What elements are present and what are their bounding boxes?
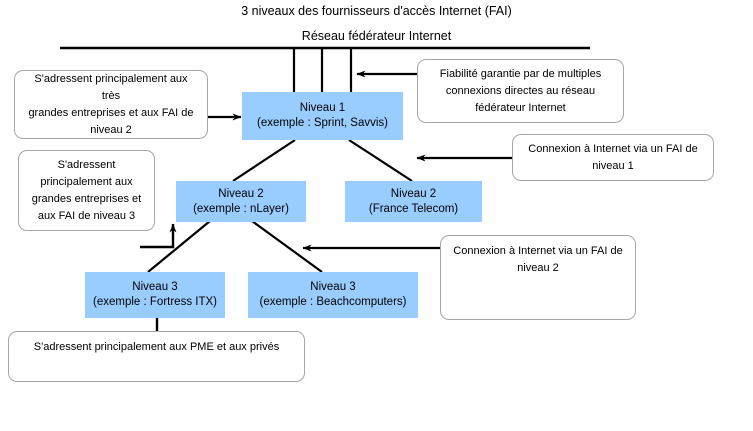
diagram-title: 3 niveaux des fournisseurs d'accès Inter… — [241, 4, 512, 18]
callout-tier3-bottom[interactable]: S'adressent principalement aux PME et au… — [8, 331, 305, 382]
callout-tier2-left[interactable]: S'adressent principalement aux grandes e… — [18, 150, 155, 231]
node-tier3-left-line1: Niveau 3 — [132, 281, 178, 293]
callout-tier2-left-line3: grandes entreprises et — [31, 192, 142, 205]
callout-tier1-left-line3: niveau 2 — [90, 123, 132, 136]
node-tier2-right-line1: Niveau 2 — [390, 187, 437, 200]
callout-tier1-right[interactable]: Connexion à Internet via un FAI de nivea… — [512, 134, 714, 181]
callout-tier1-left-line2: grandes entreprises et aux FAI de — [28, 106, 194, 119]
callout-tier2-right-line1: Connexion à Internet via un FAI de — [453, 245, 623, 257]
node-tier1-line2: (exemple : Sprint, Savvis) — [256, 117, 388, 129]
callout-tier2-left-line1: S'adressent — [57, 158, 116, 171]
callout-backbone-right-line2: connexions directes au réseau — [445, 84, 596, 97]
callout-backbone-right-line3: fédérateur Internet — [475, 101, 566, 114]
callout-tier2-left-line4: aux FAI de niveau 3 — [37, 209, 136, 222]
node-tier2-right-line2: (France Telecom) — [368, 202, 459, 215]
node-tier2-right[interactable]: Niveau 2 (France Telecom) — [345, 181, 482, 222]
node-tier2-left-line1: Niveau 2 — [218, 187, 264, 200]
tier2-to-tier3-right-link — [251, 220, 323, 273]
node-tier1-line1: Niveau 1 — [299, 102, 346, 114]
callout-tier1-left-line1: S'adressent principalement aux très — [34, 72, 188, 102]
callout-tier2-right-line2: niveau 2 — [517, 262, 559, 274]
callout-backbone-right[interactable]: Fiabilité garantie par de multiples conn… — [417, 59, 624, 123]
callout-tier1-right-line2: niveau 1 — [592, 159, 634, 172]
node-tier3-right[interactable]: Niveau 3 (exemple : Beachcomputers) — [248, 272, 418, 318]
node-tier3-right-line2: (exemple : Beachcomputers) — [259, 296, 407, 308]
backbone-label: Réseau fédérateur Internet — [301, 29, 452, 43]
callout-tier2-right[interactable]: Connexion à Internet via un FAI de nivea… — [440, 235, 636, 320]
tier1-to-tier2-right-link — [348, 139, 413, 182]
callout-tier1-right-line1: Connexion à Internet via un FAI de — [528, 142, 698, 155]
tier1-to-tier2-left-link — [232, 139, 296, 182]
node-tier2-left-line2: (exemple : nLayer) — [193, 202, 289, 215]
node-tier3-left-line2: (exemple : Fortress ITX) — [93, 296, 217, 308]
callout-tier1-left[interactable]: S'adressent principalement aux très gran… — [14, 70, 208, 139]
node-tier3-right-line1: Niveau 3 — [310, 281, 356, 293]
node-tier3-left[interactable]: Niveau 3 (exemple : Fortress ITX) — [85, 272, 225, 318]
arrow-tier2-left-callout — [140, 223, 177, 249]
callout-tier2-left-line2: principalement aux — [40, 175, 133, 188]
callout-tier3-bottom-line1: S'adressent principalement aux PME et au… — [33, 341, 280, 353]
node-tier2-left[interactable]: Niveau 2 (exemple : nLayer) — [176, 181, 306, 222]
tier2-to-tier3-left-link — [147, 220, 211, 273]
node-tier1[interactable]: Niveau 1 (exemple : Sprint, Savvis) — [242, 92, 403, 140]
callout-backbone-right-line1: Fiabilité garantie par de multiples — [439, 67, 602, 80]
